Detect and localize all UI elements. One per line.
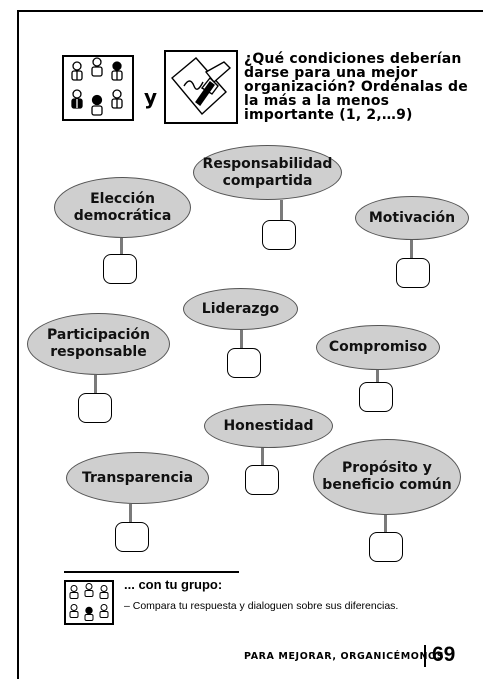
section-divider <box>64 571 239 573</box>
condition-label: Honestidad <box>204 404 333 448</box>
connector-stem <box>94 375 97 393</box>
condition-label: Motivación <box>355 196 469 240</box>
rank-input-box[interactable] <box>369 532 403 562</box>
group-activity-title: ... con tu grupo: <box>124 577 223 592</box>
page-number: 69 <box>432 643 456 666</box>
footer-divider <box>424 645 426 667</box>
connector-stem <box>240 330 243 348</box>
condition-label: Liderazgo <box>183 288 298 330</box>
rank-input-box[interactable] <box>245 465 279 495</box>
page-border <box>17 10 483 679</box>
connector-stem <box>376 370 379 382</box>
people-group-icon <box>69 583 109 621</box>
connector-stem <box>410 240 413 258</box>
group-small-icon <box>64 580 114 625</box>
connector-stem <box>129 504 132 522</box>
footer-section-title: PARA MEJORAR, ORGANICÉMONOS <box>244 651 445 662</box>
group-activity-item: – Compara tu respuesta y dialoguen sobre… <box>124 600 399 612</box>
condition-label: Transparencia <box>66 452 209 504</box>
rank-input-box[interactable] <box>396 258 430 288</box>
rank-input-box[interactable] <box>78 393 112 423</box>
connector-stem <box>384 515 387 532</box>
rank-input-box[interactable] <box>262 220 296 250</box>
connector-stem <box>120 238 123 254</box>
condition-label: Compromiso <box>316 325 440 370</box>
writing-hand-icon <box>171 57 232 116</box>
connector-stem <box>261 448 264 465</box>
instruction-question: ¿Qué condiciones deberían darse para una… <box>244 51 468 123</box>
write-icon-frame <box>164 50 238 124</box>
people-group-icon <box>71 57 123 116</box>
rank-input-box[interactable] <box>227 348 261 378</box>
group-work-icon <box>62 55 134 121</box>
connector-y: y <box>144 85 158 109</box>
connector-stem <box>280 200 283 220</box>
rank-input-box[interactable] <box>115 522 149 552</box>
rank-input-box[interactable] <box>103 254 137 284</box>
rank-input-box[interactable] <box>359 382 393 412</box>
